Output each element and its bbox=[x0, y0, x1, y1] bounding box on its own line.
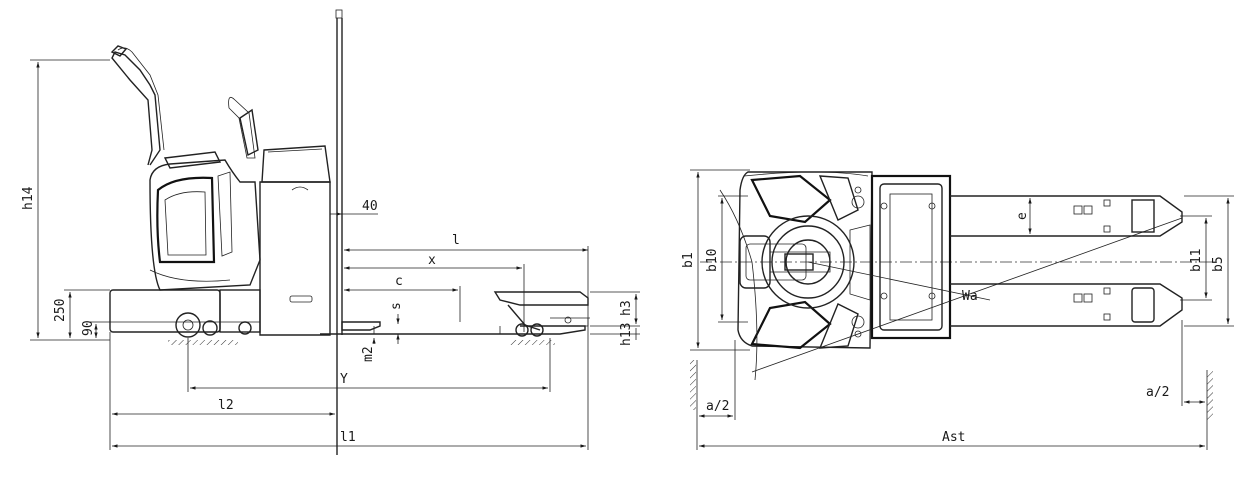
label-250: 250 bbox=[53, 299, 68, 322]
forks bbox=[320, 291, 590, 337]
wall-hatch-right bbox=[1207, 370, 1213, 420]
label-h13: h13 bbox=[619, 323, 634, 346]
wall-hatch-left bbox=[690, 360, 696, 410]
label-b1: b1 bbox=[681, 252, 696, 268]
label-h3: h3 bbox=[619, 300, 634, 316]
label-90: 90 bbox=[81, 320, 96, 336]
mast-reference bbox=[335, 9, 343, 455]
truck-body-top bbox=[737, 171, 873, 350]
label-e: e bbox=[1015, 212, 1030, 220]
label-a2-left: a/2 bbox=[706, 399, 729, 414]
label-s: s bbox=[389, 302, 404, 310]
label-b5: b5 bbox=[1211, 256, 1226, 272]
ground-hatch-rear bbox=[168, 340, 238, 345]
side-view: h14 250 90 40 l x c bbox=[21, 9, 640, 455]
truck-chassis bbox=[109, 45, 331, 336]
drive-wheel bbox=[175, 312, 252, 338]
label-a2-right: a/2 bbox=[1146, 385, 1169, 400]
ground-hatch-front bbox=[510, 340, 555, 345]
label-l: l bbox=[452, 233, 460, 248]
label-b10: b10 bbox=[705, 249, 720, 272]
label-wa: Wa bbox=[962, 289, 978, 304]
battery-compartment bbox=[870, 174, 952, 340]
label-x: x bbox=[428, 253, 436, 268]
label-c: c bbox=[395, 274, 403, 289]
label-h14: h14 bbox=[21, 186, 36, 210]
forks-top bbox=[950, 195, 1183, 327]
label-m2: m2 bbox=[361, 346, 376, 362]
top-view: b1 b10 e b11 b5 Wa a/2 bbox=[681, 169, 1234, 450]
label-40: 40 bbox=[362, 199, 378, 214]
label-l1: l1 bbox=[340, 430, 356, 445]
top-dimensions: b1 b10 e b11 b5 Wa a/2 bbox=[681, 169, 1234, 448]
label-l2: l2 bbox=[218, 398, 234, 413]
label-b11: b11 bbox=[1189, 249, 1204, 272]
label-y: Y bbox=[340, 372, 348, 387]
turning-arc bbox=[719, 189, 758, 381]
label-ast: Ast bbox=[942, 430, 965, 445]
side-dimensions: h14 250 90 40 l x c bbox=[21, 59, 640, 450]
